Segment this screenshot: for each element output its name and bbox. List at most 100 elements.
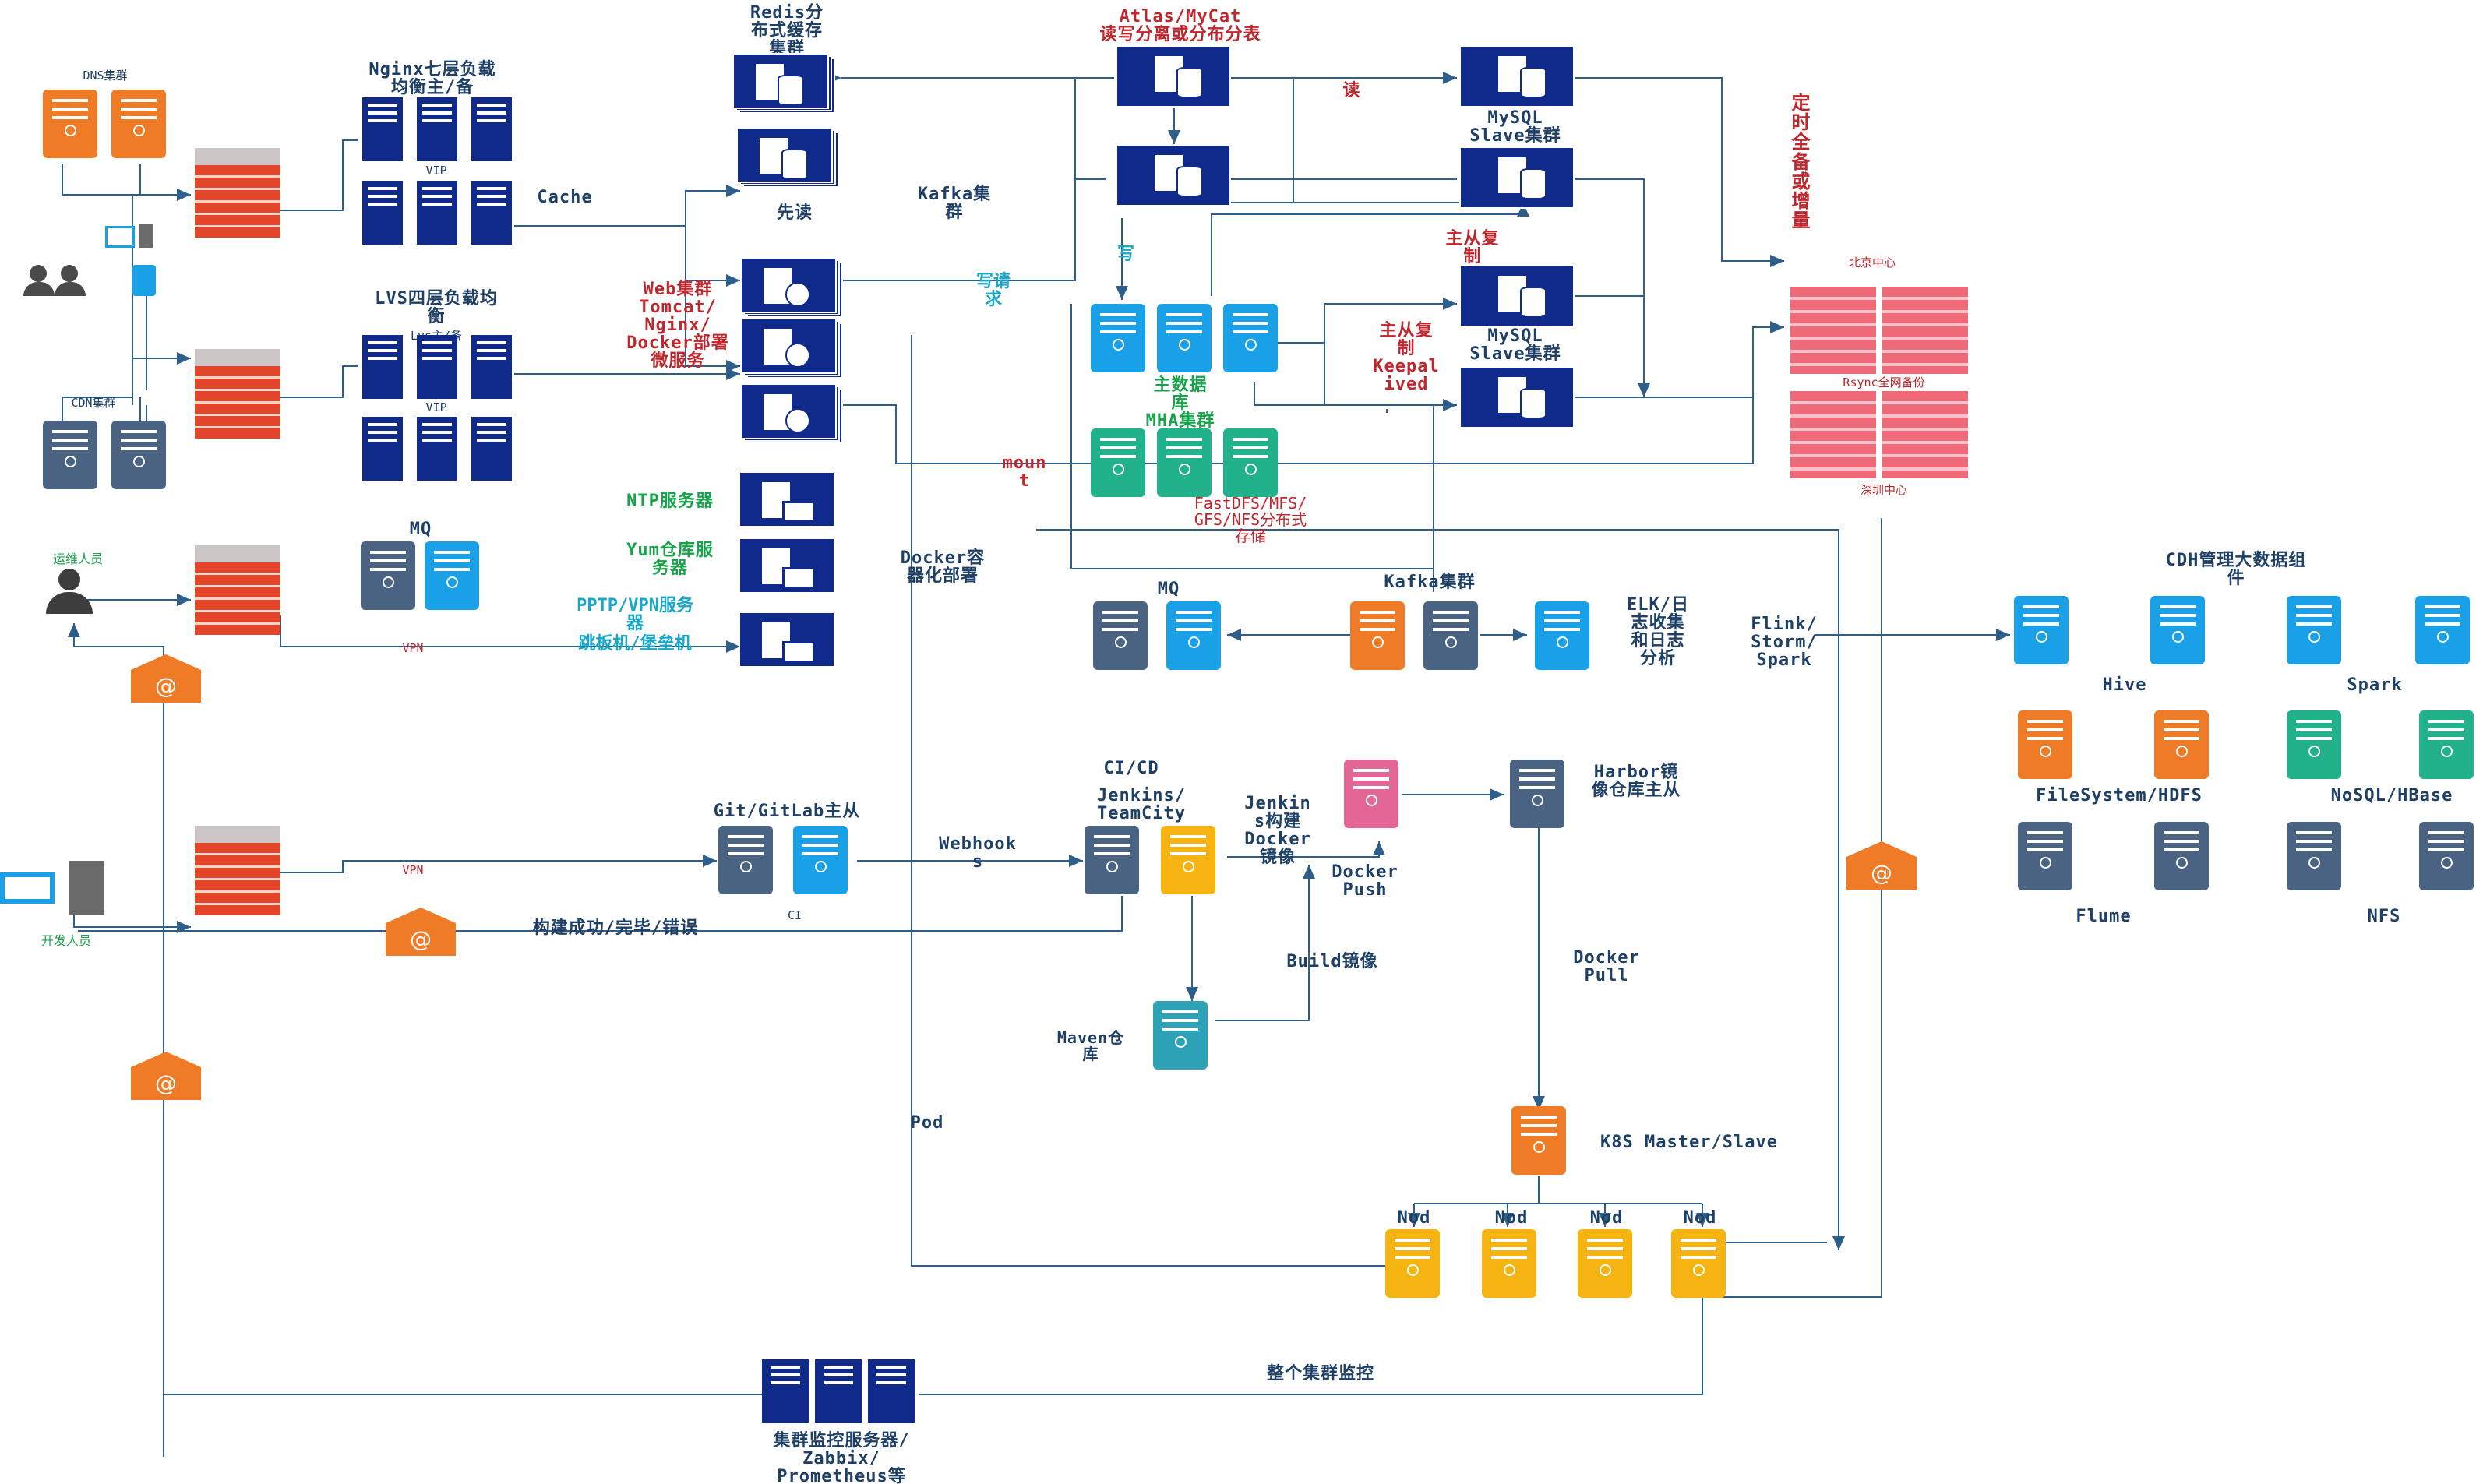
monitor-rack-1[interactable]	[762, 1359, 809, 1423]
lvs-rack-4[interactable]	[362, 417, 403, 481]
k8s-node-3[interactable]	[1578, 1229, 1632, 1298]
dev-label: 开发人员	[41, 933, 92, 948]
mysql-slave-4[interactable]	[1459, 366, 1575, 428]
mysql-slave-1[interactable]	[1459, 45, 1575, 108]
dns-cluster-label: DNS集群	[83, 69, 128, 83]
mq-left-server-2[interactable]	[425, 541, 479, 610]
kafka-server-2[interactable]	[1423, 601, 1478, 670]
mount-label: moun t	[1002, 453, 1047, 492]
sz-backup-servers[interactable]	[1790, 391, 1968, 478]
fastdfs-1[interactable]	[1091, 428, 1145, 497]
main-db-3[interactable]	[1223, 304, 1278, 372]
lvs-rack-2[interactable]	[417, 335, 457, 399]
cdh-server-8[interactable]	[2419, 710, 2474, 779]
mysql-slave-2[interactable]	[1459, 146, 1575, 209]
ops-label: 运维人员	[52, 552, 104, 566]
cdh-server-11[interactable]	[2287, 822, 2341, 890]
maven-server[interactable]	[1153, 1001, 1208, 1070]
elk-label: ELK/日 志收集 和日志 分析	[1627, 595, 1689, 669]
lvs-rack-1[interactable]	[362, 335, 403, 399]
dns-server-1[interactable]	[43, 90, 97, 158]
cdn-server-1[interactable]	[43, 421, 97, 489]
lvs-rack-3[interactable]	[471, 335, 512, 399]
docker-image-server[interactable]	[1344, 760, 1398, 828]
yum-server[interactable]	[739, 538, 840, 598]
atlas-proxy-2[interactable]	[1116, 144, 1231, 206]
vpn-server[interactable]	[739, 612, 840, 672]
cluster-monitor-label: 整个集群监控	[1266, 1364, 1375, 1384]
k8s-master[interactable]	[1511, 1106, 1566, 1175]
redis-node-2[interactable]	[736, 127, 839, 188]
monitor-rack-2[interactable]	[815, 1359, 862, 1423]
nginx-rack-2[interactable]	[417, 97, 457, 161]
fastdfs-3[interactable]	[1223, 428, 1278, 497]
maven-label: Maven仓 库	[1056, 1028, 1125, 1063]
web-cluster-title: Web集群 Tomcat/ Nginx/ Docker部署 微服务	[626, 280, 729, 372]
jenkins-server-1[interactable]	[1085, 826, 1139, 894]
cdh-server-6[interactable]	[2154, 710, 2209, 779]
nginx-rack-5[interactable]	[417, 181, 457, 245]
mq-right-server-2[interactable]	[1166, 601, 1221, 670]
rsync-label: Rsync全网备份	[1843, 375, 1925, 390]
bj-center-label: 北京中心	[1848, 256, 1896, 270]
k8s-node-4[interactable]	[1671, 1229, 1726, 1298]
cdh-server-5[interactable]	[2018, 710, 2072, 779]
ntp-server[interactable]	[739, 471, 840, 532]
alert-mail-icon-3: @	[386, 908, 456, 956]
spark-label: Spark	[2347, 675, 2403, 695]
dns-server-2[interactable]	[111, 90, 166, 158]
atlas-proxy-1[interactable]	[1116, 45, 1231, 108]
monitor-rack-3[interactable]	[868, 1359, 915, 1423]
cdh-server-4[interactable]	[2415, 596, 2470, 664]
dev-monitor-icon	[0, 872, 55, 904]
firewall-2	[195, 349, 280, 439]
lvs-rack-5[interactable]	[417, 417, 457, 481]
main-db-2[interactable]	[1157, 304, 1212, 372]
nginx-rack-4[interactable]	[362, 181, 403, 245]
web-node-2[interactable]	[740, 318, 843, 379]
cdn-server-2[interactable]	[111, 421, 166, 489]
cdh-server-12[interactable]	[2419, 822, 2474, 890]
nginx-rack-3[interactable]	[471, 97, 512, 161]
git-server-1[interactable]	[718, 826, 773, 894]
nginx-rack-6[interactable]	[471, 181, 512, 245]
git-server-2[interactable]	[793, 826, 848, 894]
vpn-label-bottom: VPN	[402, 863, 424, 877]
flink-label: Flink/ Storm/ Spark	[1751, 615, 1818, 671]
cache-label: Cache	[537, 188, 593, 207]
cdn-cluster-label: CDN集群	[71, 396, 116, 410]
mq-left-server-1[interactable]	[361, 541, 415, 610]
web-node-3[interactable]	[740, 383, 843, 444]
read-label: 读	[1342, 81, 1361, 100]
alert-mail-icon-1: @	[131, 654, 201, 703]
redis-title: Redis分 布式缓存 集群	[750, 3, 824, 59]
elk-server[interactable]	[1535, 601, 1589, 670]
main-db-1[interactable]	[1091, 304, 1145, 372]
cdh-server-9[interactable]	[2018, 822, 2072, 890]
fastdfs-2[interactable]	[1157, 428, 1212, 497]
cdh-server-2[interactable]	[2150, 596, 2205, 664]
jenkins-server-2[interactable]	[1161, 826, 1215, 894]
k8s-node-2[interactable]	[1482, 1229, 1536, 1298]
cdh-server-7[interactable]	[2287, 710, 2341, 779]
kafka-server-1[interactable]	[1350, 601, 1405, 670]
harbor-label: Harbor镜 像仓库主从	[1591, 763, 1681, 801]
lvs-rack-6[interactable]	[471, 417, 512, 481]
bj-backup-servers[interactable]	[1790, 287, 1968, 374]
redis-node-1[interactable]	[732, 53, 835, 114]
mysql-slave-3[interactable]	[1459, 265, 1575, 327]
cdh-server-10[interactable]	[2154, 822, 2209, 890]
flume-label: Flume	[2076, 907, 2132, 926]
mq-right-server-1[interactable]	[1093, 601, 1148, 670]
cdh-server-1[interactable]	[2014, 596, 2069, 664]
docker-deploy-label: Docker容 器化部署	[900, 548, 986, 587]
web-node-1[interactable]	[740, 257, 843, 318]
atlas-title: Atlas/MyCat 读写分离或分布分表	[1099, 7, 1261, 45]
firewall-3	[195, 545, 280, 635]
cdh-server-3[interactable]	[2287, 596, 2341, 664]
webhooks-label: Webhook s	[939, 834, 1017, 872]
nginx-rack-1[interactable]	[362, 97, 403, 161]
harbor-server[interactable]	[1510, 760, 1564, 828]
k8s-node-1[interactable]	[1385, 1229, 1440, 1298]
